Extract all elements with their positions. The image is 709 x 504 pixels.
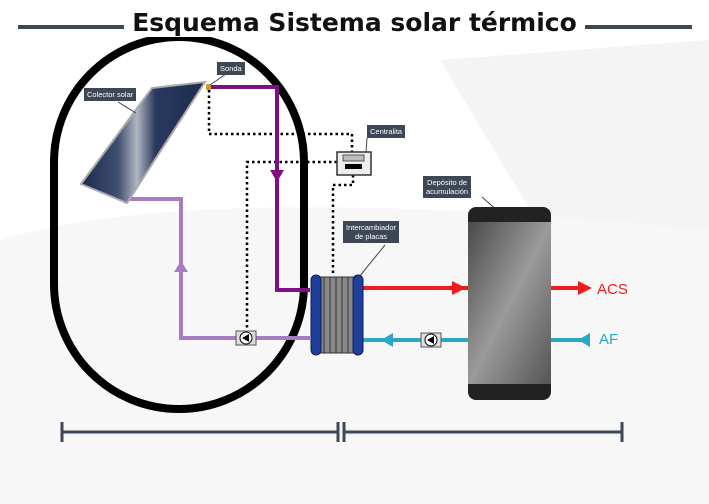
label-line: acumulación bbox=[426, 187, 469, 196]
title-text: Esquema Sistema solar térmico bbox=[124, 8, 585, 37]
label-collector: Colector solar bbox=[84, 88, 137, 101]
label-line: Intercambiador bbox=[346, 223, 397, 232]
leader-line bbox=[358, 244, 386, 278]
input-af: AF bbox=[599, 331, 619, 348]
plate-heat-exchanger bbox=[310, 274, 364, 356]
section-brackets bbox=[60, 422, 624, 442]
primary-pump bbox=[235, 330, 257, 346]
watermark-shape bbox=[0, 207, 709, 504]
page-title: Esquema Sistema solar térmico bbox=[0, 8, 709, 37]
controller-unit bbox=[336, 151, 372, 176]
label-line: de placas bbox=[354, 232, 388, 241]
watermark-shape bbox=[440, 40, 709, 260]
leader-line bbox=[365, 137, 368, 154]
output-acs: ACS bbox=[597, 281, 628, 298]
secondary-pump bbox=[420, 332, 442, 348]
solar-collector bbox=[79, 80, 207, 205]
leader-line bbox=[117, 101, 137, 114]
primary-circuit-boundary bbox=[50, 33, 308, 413]
primary-hot-pipe bbox=[209, 85, 310, 292]
leader-line bbox=[209, 73, 227, 86]
flow-arrow-up bbox=[174, 261, 188, 272]
storage-tank bbox=[468, 207, 551, 400]
flow-arrow-right bbox=[578, 281, 592, 295]
label-probe: Sonda bbox=[217, 62, 245, 75]
flow-arrow-left bbox=[381, 333, 393, 347]
flow-arrow-left bbox=[578, 333, 590, 347]
flow-arrow-down bbox=[270, 170, 284, 182]
label-line: Depósito de bbox=[427, 178, 468, 187]
probe-sensor bbox=[206, 84, 211, 90]
flow-arrow-right bbox=[452, 281, 466, 295]
label-controller: Centralita bbox=[367, 125, 406, 138]
control-wires bbox=[207, 90, 355, 330]
